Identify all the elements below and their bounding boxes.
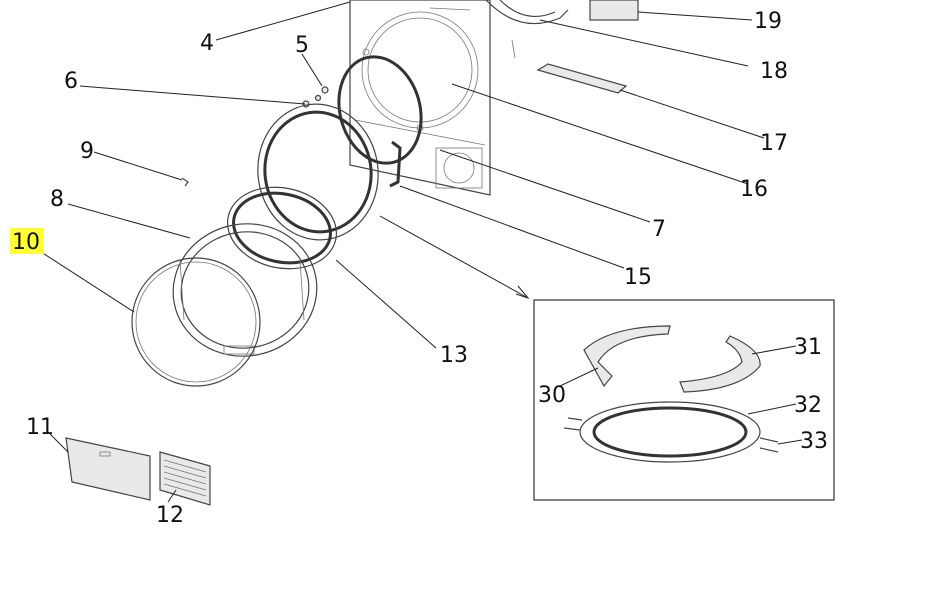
callout-10-highlight xyxy=(10,228,44,254)
part-11-cover xyxy=(65,437,151,501)
callout-11: 11 xyxy=(26,415,54,440)
callout-10: 10 xyxy=(12,230,40,255)
door-outer-ring xyxy=(172,223,318,357)
callout-9: 9 xyxy=(80,139,94,164)
callout-32: 32 xyxy=(794,393,822,418)
part-15-hinge xyxy=(389,140,402,188)
callout-7: 7 xyxy=(652,217,666,242)
part-30-arc xyxy=(583,325,671,388)
callout-33: 33 xyxy=(800,429,828,454)
callout-16: 16 xyxy=(740,177,768,202)
part-17-strip xyxy=(536,63,628,94)
callout-8: 8 xyxy=(50,187,64,212)
callout-15: 15 xyxy=(624,265,652,290)
callout-31: 31 xyxy=(794,335,822,360)
callout-labels: 4 5 6 7 8 9 10 11 12 13 15 16 17 18 19 3… xyxy=(12,9,828,528)
callout-13: 13 xyxy=(440,343,468,368)
part-12-grille xyxy=(159,451,211,506)
door-inner-frame xyxy=(226,103,379,270)
part-32-ring xyxy=(579,401,761,463)
part-10-door-glass xyxy=(131,257,261,387)
callout-4: 4 xyxy=(200,31,214,56)
callout-19: 19 xyxy=(754,9,782,34)
top-door-lock-assembly xyxy=(429,0,639,59)
callout-30: 30 xyxy=(538,383,566,408)
callout-18: 18 xyxy=(760,59,788,84)
callout-5: 5 xyxy=(295,33,309,58)
callout-6: 6 xyxy=(64,69,78,94)
detail-inset xyxy=(533,299,835,501)
leader-lines xyxy=(37,1,765,503)
callout-12: 12 xyxy=(156,503,184,528)
callout-17: 17 xyxy=(760,131,788,156)
part-4-gasket xyxy=(337,55,423,165)
part-31-arc xyxy=(679,335,761,393)
small-fasteners xyxy=(181,86,329,187)
